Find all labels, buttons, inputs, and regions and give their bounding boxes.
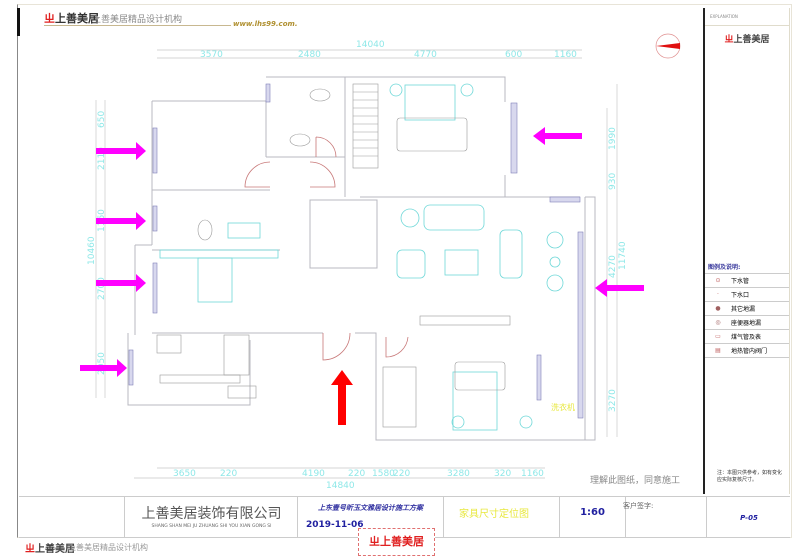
company-pinyin: SHANG SHAN MEI JU ZHUANG SHI YOU XIAN GO… bbox=[151, 524, 272, 529]
side-panel: EXPLANATION ㄓ上善美居 图例及说明: ⊙下水管 ·下水口 ●其它地漏… bbox=[703, 8, 790, 494]
gas-meter-icon: ▭ bbox=[715, 333, 721, 340]
dim-bottom-6: 3280 bbox=[447, 469, 470, 479]
tb-page-cell: P-05 bbox=[706, 497, 791, 537]
drawing-scale: 1:60 bbox=[580, 507, 605, 518]
legend-row: ·下水口 bbox=[705, 287, 789, 301]
dim-bottom-3: 220 bbox=[348, 469, 365, 479]
dim-right-0: 1990 bbox=[608, 127, 618, 150]
header-logo: ㄓ上善美居 bbox=[44, 12, 99, 25]
heating-valve-icon: ▤ bbox=[715, 347, 721, 354]
dim-bottom-1: 220 bbox=[220, 469, 237, 479]
compass-icon bbox=[655, 33, 681, 59]
legend-title: 图例及说明: bbox=[708, 264, 741, 271]
doors bbox=[244, 136, 409, 361]
header-org-name: 上善美居精品设计机构 bbox=[92, 15, 183, 25]
dim-top-4: 1160 bbox=[554, 50, 577, 60]
footer-logo: ㄓ上善美居 bbox=[25, 544, 75, 555]
furniture bbox=[156, 83, 564, 431]
dim-bottom-7: 320 bbox=[494, 469, 511, 479]
logo-mark-icon: ㄓ bbox=[25, 544, 35, 555]
dim-left-total: 10460 bbox=[87, 236, 97, 265]
tb-project-cell: 上东壹号昕玉文雅居设计施工方案 2019-11-06 bbox=[297, 497, 444, 537]
entry-arrow-icon bbox=[331, 370, 353, 425]
dim-right-total: 11740 bbox=[618, 241, 628, 270]
dim-left-1: 2110 bbox=[97, 147, 107, 170]
window-arrow-icon bbox=[96, 274, 146, 292]
explanation-label: EXPLANATION bbox=[705, 8, 789, 26]
company-stamp: ㄓ上善美居 bbox=[358, 528, 435, 556]
drawing-date: 2019-11-06 bbox=[306, 520, 364, 530]
dim-top-total: 14040 bbox=[356, 40, 385, 50]
dim-top-3: 600 bbox=[505, 50, 522, 60]
washer-label: 洗衣机 bbox=[551, 402, 575, 412]
header-underline bbox=[44, 25, 231, 26]
project-name: 上东壹号昕玉文雅居设计施工方案 bbox=[318, 504, 423, 512]
dim-top-1: 2480 bbox=[298, 50, 321, 60]
logo-mark-icon: ㄓ bbox=[369, 535, 380, 548]
window-arrow-icon bbox=[80, 359, 127, 377]
drawing-title: 家具尺寸定位图 bbox=[459, 509, 529, 520]
dim-right-1: 930 bbox=[608, 173, 618, 190]
header-website[interactable]: www.lhs99.com. bbox=[233, 20, 298, 28]
window-arrow-icon bbox=[96, 212, 146, 230]
dim-top-2: 4770 bbox=[414, 50, 437, 60]
dim-bottom-2: 4190 bbox=[302, 469, 325, 479]
dim-right-3: 3270 bbox=[608, 389, 618, 412]
tb-notes-cell bbox=[19, 497, 125, 537]
frame-marker bbox=[17, 8, 20, 36]
footer-org-name: 上善美居精品设计机构 bbox=[68, 543, 148, 552]
legend-list: ⊙下水管 ·下水口 ●其它地漏 ◎座便器地漏 ▭煤气管及表 ▤地热管内阀门 bbox=[705, 273, 789, 358]
dim-left-0: 650 bbox=[97, 111, 107, 128]
stairs bbox=[352, 83, 379, 169]
company-name: 上善美居装饰有限公司 bbox=[141, 506, 282, 522]
toilet-drain-icon: ◎ bbox=[715, 319, 721, 326]
dim-bottom-0: 3650 bbox=[173, 469, 196, 479]
side-note: 注：本图只供参考，如有变化应实际复核尺寸。 bbox=[717, 470, 783, 483]
logo-mark-icon: ㄓ bbox=[44, 12, 55, 25]
tb-scale-cell: 1:60 bbox=[559, 497, 626, 537]
logo-mark-icon: ㄓ bbox=[724, 35, 734, 45]
floor-drain-icon: ● bbox=[715, 305, 721, 312]
drain-outlet-icon: · bbox=[717, 291, 719, 298]
window-arrow-icon bbox=[96, 142, 146, 160]
page-number: P-05 bbox=[740, 514, 758, 522]
dimension-lines bbox=[95, 49, 618, 479]
dim-bottom-total: 14840 bbox=[326, 481, 355, 491]
side-brand-logo: ㄓ上善美居 bbox=[724, 35, 770, 45]
client-sign-label[interactable]: 客户签字: bbox=[623, 502, 654, 510]
legend-row: ◎座便器地漏 bbox=[705, 315, 789, 329]
legend-row: ▤地热管内阀门 bbox=[705, 343, 789, 358]
dim-top-0: 3570 bbox=[200, 50, 223, 60]
dim-left-3: 2700 bbox=[97, 277, 107, 300]
dim-left-4: 2050 bbox=[97, 352, 107, 375]
approval-note: 理解此图纸，同意施工 bbox=[590, 474, 680, 486]
windows bbox=[128, 83, 584, 419]
dim-right-2: 4270 bbox=[608, 255, 618, 278]
drain-pipe-icon: ⊙ bbox=[715, 277, 721, 284]
window-arrow-icon bbox=[533, 127, 582, 145]
legend-row: ▭煤气管及表 bbox=[705, 329, 789, 343]
window-arrow-icon bbox=[595, 279, 644, 297]
legend-row: ●其它地漏 bbox=[705, 301, 789, 315]
dim-bottom-8: 1160 bbox=[521, 469, 544, 479]
dim-bottom-4: 1580 bbox=[372, 469, 395, 479]
window-arrow-icons bbox=[80, 127, 644, 377]
dim-bottom-5: 220 bbox=[393, 469, 410, 479]
legend-row: ⊙下水管 bbox=[705, 273, 789, 287]
